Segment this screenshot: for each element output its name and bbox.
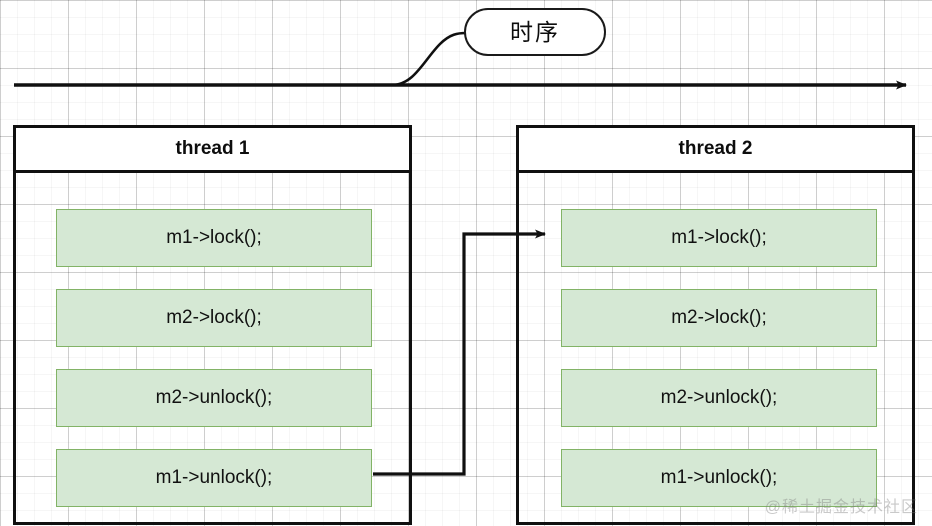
thread-1-step-m2-lock[interactable]: m2->lock();: [56, 289, 372, 347]
thread-1-title: thread 1: [175, 138, 250, 159]
thread1-to-thread2-connector: [373, 229, 546, 476]
thread-1-body: m1->lock(); m2->lock(); m2->unlock(); m1…: [16, 173, 409, 522]
thread-1-header: thread 1: [16, 128, 409, 173]
step-label: m1->unlock();: [660, 467, 778, 488]
thread-1-step-m2-unlock[interactable]: m2->unlock();: [56, 369, 372, 427]
step-label: m2->lock();: [671, 307, 767, 328]
thread-2-step-m2-unlock[interactable]: m2->unlock();: [561, 369, 877, 427]
timeline-title-pill: 时序: [464, 8, 606, 56]
thread-1-panel: thread 1 m1->lock(); m2->lock(); m2->unl…: [13, 125, 412, 525]
timeline-label-leader: [390, 31, 468, 87]
step-label: m2->lock();: [166, 307, 262, 328]
step-label: m2->unlock();: [155, 387, 273, 408]
timeline-title-text: 时序: [510, 18, 560, 45]
thread-2-title: thread 2: [678, 138, 753, 159]
step-label: m1->lock();: [166, 227, 262, 248]
thread-2-step-m1-lock[interactable]: m1->lock();: [561, 209, 877, 267]
thread-2-body: m1->lock(); m2->lock(); m2->unlock(); m1…: [519, 173, 912, 522]
thread-1-step-m1-unlock[interactable]: m1->unlock();: [56, 449, 372, 507]
step-label: m1->lock();: [671, 227, 767, 248]
thread-2-step-m1-unlock[interactable]: m1->unlock();: [561, 449, 877, 507]
thread-2-header: thread 2: [519, 128, 912, 173]
step-label: m2->unlock();: [660, 387, 778, 408]
thread-1-step-m1-lock[interactable]: m1->lock();: [56, 209, 372, 267]
thread-2-panel: thread 2 m1->lock(); m2->lock(); m2->unl…: [516, 125, 915, 525]
step-label: m1->unlock();: [155, 467, 273, 488]
watermark: @稀土掘金技术社区: [764, 499, 918, 516]
thread-2-step-m2-lock[interactable]: m2->lock();: [561, 289, 877, 347]
